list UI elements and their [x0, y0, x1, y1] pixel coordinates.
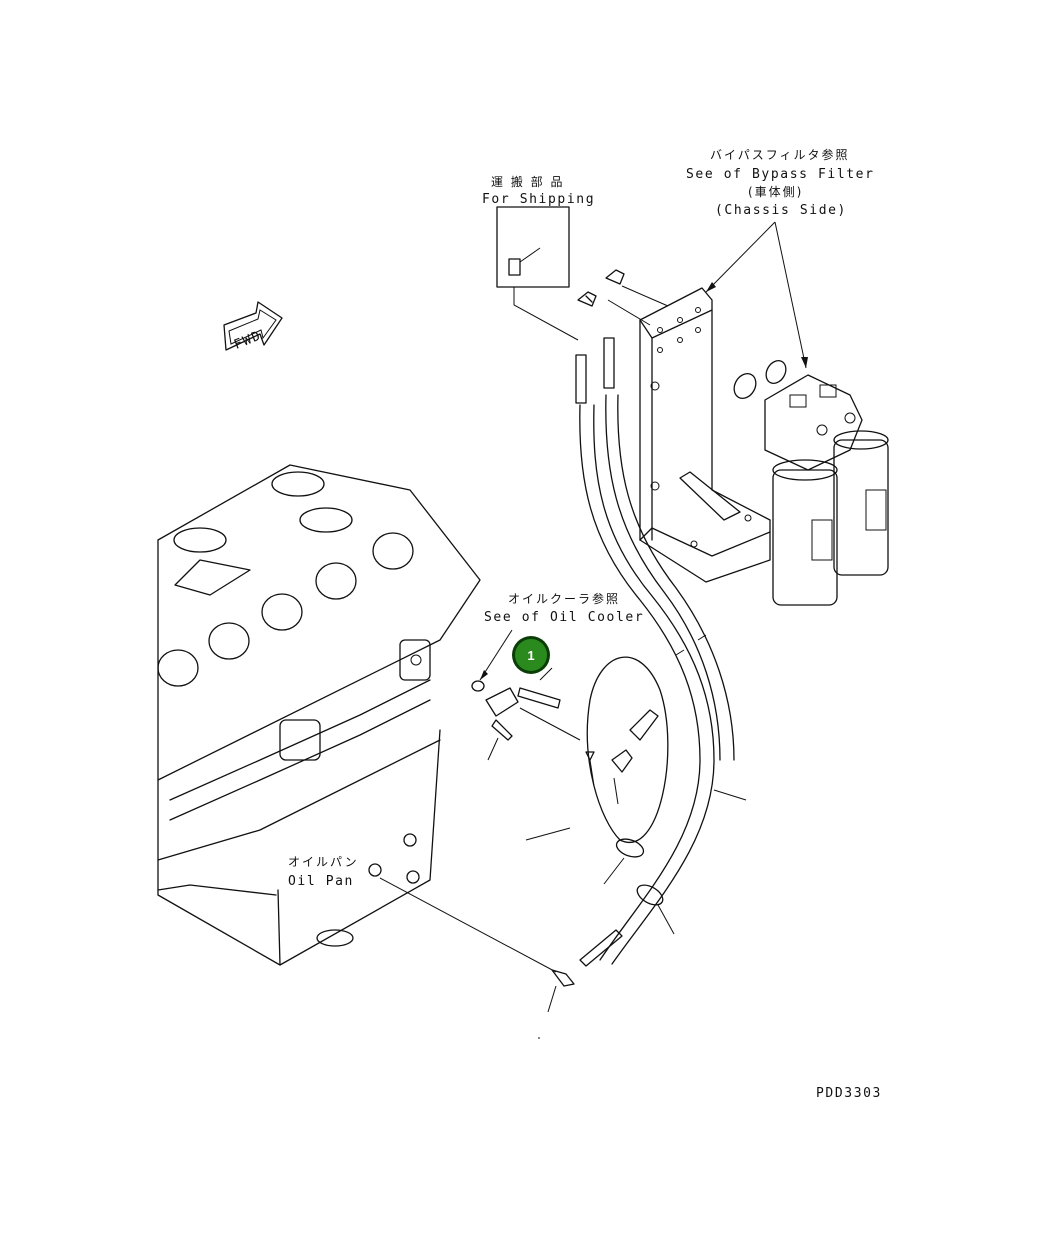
shipping-label-jp: 運 搬 部 品 — [491, 174, 564, 189]
callout-number: 1 — [527, 648, 534, 663]
bypass-hoses — [575, 269, 747, 965]
fwd-label: FWD — [232, 328, 264, 353]
oilcooler-label-en: See of Oil Cooler — [484, 610, 644, 625]
fwd-arrow-icon: FWD — [223, 301, 283, 353]
oilpan-label-jp: オイルパン — [288, 855, 359, 869]
shipping-box — [496, 206, 570, 288]
shipping-label-en: For Shipping — [482, 192, 595, 207]
oilpan-label-en: Oil Pan — [288, 874, 354, 889]
oil-cooler-parts: オイルクーラ参照 See of Oil Cooler — [379, 591, 675, 1039]
filter-bracket — [607, 285, 771, 583]
callout-fill — [515, 639, 547, 671]
shipping-part-group: 運 搬 部 品 For Shipping — [482, 174, 595, 341]
drawing-code: PDD3303 — [816, 1086, 882, 1101]
engine-block — [157, 464, 481, 966]
bypass-filter-labels: バイパスフィルタ参照 See of Bypass Filter (車体側) (C… — [686, 147, 875, 369]
bypass-label-jp: バイパスフィルタ参照 — [710, 147, 850, 162]
chassis-label-jp: (車体側) — [748, 185, 803, 199]
chassis-label-en: (Chassis Side) — [715, 203, 847, 218]
bypass-filter-assembly — [733, 360, 889, 606]
oil-pan-labels: オイルパン Oil Pan — [288, 855, 359, 889]
callout-1[interactable]: 1 — [512, 636, 550, 674]
bypass-label-en: See of Bypass Filter — [686, 167, 875, 182]
oilcooler-label-jp: オイルクーラ参照 — [508, 591, 620, 606]
shipping-plug-icon — [508, 258, 521, 276]
